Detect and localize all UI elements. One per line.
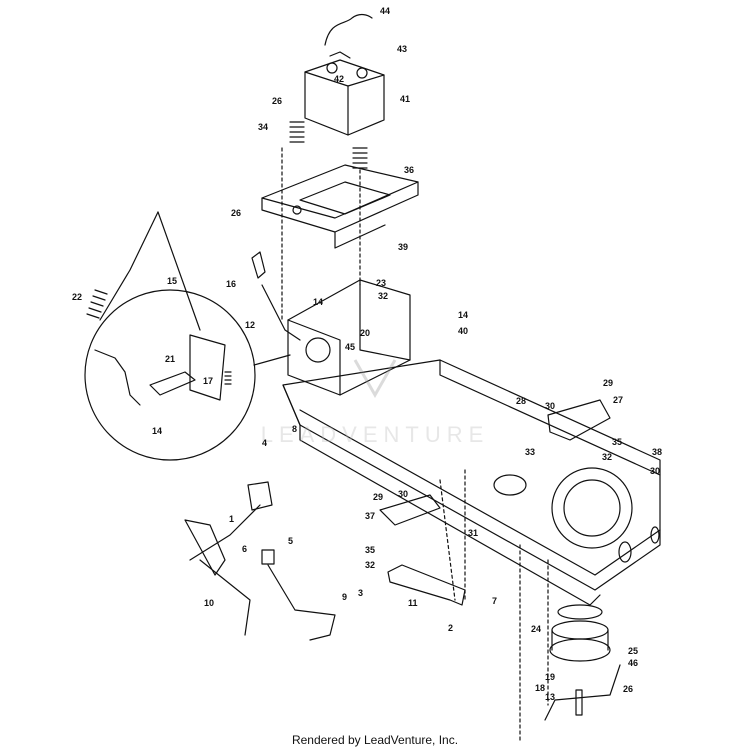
callout-36: 36 <box>404 165 414 175</box>
callout-9: 9 <box>342 592 347 602</box>
callout-18: 18 <box>535 683 545 693</box>
callout-34: 34 <box>258 122 268 132</box>
footer-credit: Rendered by LeadVenture, Inc. <box>291 733 459 747</box>
callout-3: 3 <box>358 588 363 598</box>
brake-spring <box>86 211 201 331</box>
callout-37: 37 <box>365 511 375 521</box>
callout-16: 16 <box>226 279 236 289</box>
callout-44: 44 <box>380 6 390 16</box>
callout-20: 20 <box>360 328 370 338</box>
callout-30b: 30 <box>650 466 660 476</box>
linkage-rod-10 <box>199 559 251 636</box>
callout-19: 19 <box>545 672 555 682</box>
callout-39: 39 <box>398 242 408 252</box>
callout-29b: 29 <box>373 492 383 502</box>
callout-31: 31 <box>468 528 478 538</box>
brake-bar <box>387 564 466 606</box>
callout-10: 10 <box>204 598 214 608</box>
callout-17: 17 <box>203 376 213 386</box>
callout-43: 43 <box>397 44 407 54</box>
callout-33: 33 <box>525 447 535 457</box>
hold-down-rod <box>324 13 373 46</box>
callout-1: 1 <box>229 514 234 524</box>
watermark-text: LEADVENTURE <box>261 422 490 447</box>
idler-rod <box>544 664 621 721</box>
callout-2: 2 <box>448 623 453 633</box>
callout-28: 28 <box>516 396 526 406</box>
callout-24: 24 <box>531 624 541 634</box>
callout-22: 22 <box>72 292 82 302</box>
callout-14c: 14 <box>152 426 162 436</box>
battery-springs <box>289 121 368 169</box>
callout-14b: 14 <box>458 310 468 320</box>
bracket-37 <box>379 494 441 526</box>
tractor-frame <box>282 359 661 606</box>
pulley <box>549 604 611 662</box>
callout-11: 11 <box>408 598 418 608</box>
callout-40: 40 <box>458 326 468 336</box>
callout-32b: 32 <box>602 452 612 462</box>
callout-26a: 26 <box>272 96 282 106</box>
dash-tower <box>287 279 411 396</box>
callout-23: 23 <box>376 278 386 288</box>
callout-35a: 35 <box>612 437 622 447</box>
callout-6: 6 <box>242 544 247 554</box>
callout-41: 41 <box>400 94 410 104</box>
callout-5: 5 <box>288 536 293 546</box>
callout-45: 45 <box>345 342 355 352</box>
callout-21: 21 <box>165 354 175 364</box>
pedal-assembly <box>184 481 273 576</box>
bracket-27 <box>547 399 611 441</box>
battery-tray <box>261 164 419 249</box>
battery <box>304 51 385 136</box>
callout-35b: 35 <box>365 545 375 555</box>
callout-29a: 29 <box>603 378 613 388</box>
callout-4: 4 <box>262 438 267 448</box>
callout-27: 27 <box>613 395 623 405</box>
callout-30a: 30 <box>545 401 555 411</box>
callout-13: 13 <box>545 692 555 702</box>
callout-42: 42 <box>334 74 344 84</box>
callout-7: 7 <box>492 596 497 606</box>
callout-46: 46 <box>628 658 638 668</box>
callout-38: 38 <box>652 447 662 457</box>
callout-15: 15 <box>167 276 177 286</box>
callouts: 44 43 42 41 26 34 36 26 39 15 16 23 32 1… <box>72 6 662 702</box>
callout-32a: 32 <box>378 291 388 301</box>
callout-12: 12 <box>245 320 255 330</box>
callout-14a: 14 <box>313 297 323 307</box>
detail-circle <box>84 289 291 461</box>
watermark: LEADVENTURE <box>261 359 490 447</box>
callout-26b: 26 <box>231 208 241 218</box>
callout-8: 8 <box>292 424 297 434</box>
callout-26c: 26 <box>623 684 633 694</box>
callout-30c: 30 <box>398 489 408 499</box>
linkage-rod-9 <box>261 549 336 641</box>
shift-lever <box>251 251 301 341</box>
callout-32c: 32 <box>365 560 375 570</box>
callout-25: 25 <box>628 646 638 656</box>
pulley-bolt <box>575 689 583 716</box>
